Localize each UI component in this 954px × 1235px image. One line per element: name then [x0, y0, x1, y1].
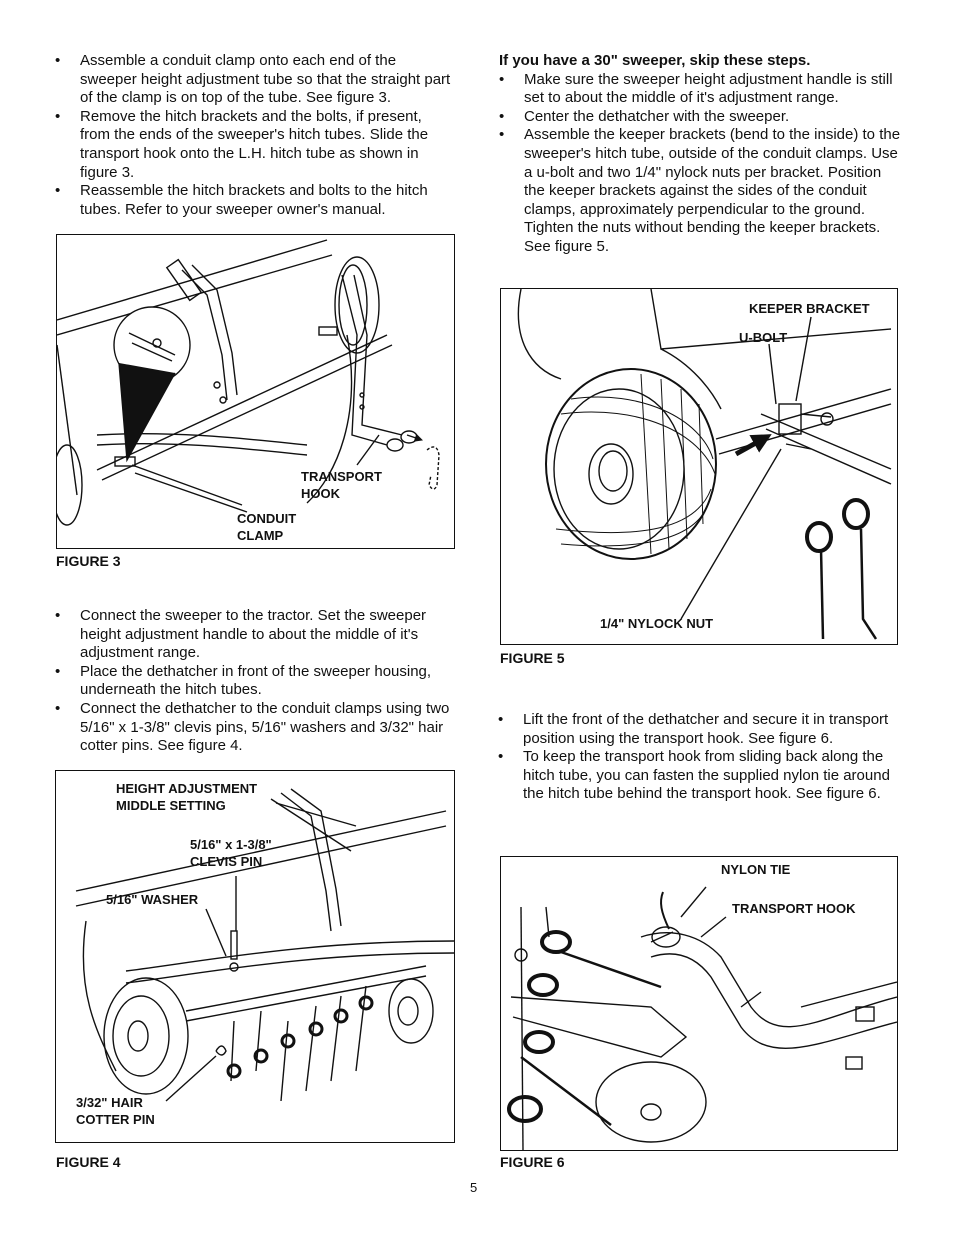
transport-hook-label: TRANSPORT HOOK: [732, 901, 856, 916]
figure-6-drawing: [507, 886, 897, 1150]
instruction-item: Assemble the keeper brackets (bend to th…: [499, 126, 904, 256]
clevis-pin-label: 5/16" x 1-3/8" CLEVIS PIN: [190, 837, 272, 869]
instruction-item: Assemble a conduit clamp onto each end o…: [55, 52, 455, 108]
u-bolt-label: U-BOLT: [739, 330, 788, 345]
figure-6-caption: FIGURE 6: [500, 1154, 565, 1170]
figure-6-illustration: NYLON TIE TRANSPORT HOOK: [500, 856, 898, 1151]
height-adjustment-label: HEIGHT ADJUSTMENT MIDDLE SETTING: [116, 781, 258, 813]
instruction-item: Remove the hitch brackets and the bolts,…: [55, 108, 455, 182]
right-top-instructions: If you have a 30" sweeper, skip these st…: [499, 52, 904, 257]
conduit-clamp-label: CONDUIT CLAMP: [237, 511, 297, 543]
keeper-bracket-label: KEEPER BRACKET: [749, 301, 870, 316]
left-top-instructions: Assemble a conduit clamp onto each end o…: [55, 52, 455, 219]
hair-cotter-pin-label: 3/32" HAIR COTTER PIN: [76, 1095, 155, 1127]
instruction-item: Make sure the sweeper height adjustment …: [499, 71, 904, 108]
figure-3-drawing: [57, 239, 440, 526]
instruction-item: To keep the transport hook from sliding …: [498, 748, 903, 804]
figure-5-caption: FIGURE 5: [500, 650, 565, 666]
figure-3-caption: FIGURE 3: [56, 553, 121, 569]
transport-hook-label: TRANSPORT HOOK: [301, 469, 382, 501]
right-mid-instructions: Lift the front of the dethatcher and sec…: [498, 711, 903, 804]
instruction-item: Reassemble the hitch brackets and bolts …: [55, 182, 455, 219]
instruction-item: Connect the sweeper to the tractor. Set …: [55, 607, 455, 663]
instruction-item: Connect the dethatcher to the conduit cl…: [55, 700, 455, 756]
section-heading: If you have a 30" sweeper, skip these st…: [499, 52, 811, 69]
nylon-tie-label: NYLON TIE: [721, 862, 791, 877]
figure-5-illustration: KEEPER BRACKET U-BOLT 1/4" NYLOCK NUT: [500, 288, 898, 645]
instruction-item: Lift the front of the dethatcher and sec…: [498, 711, 903, 748]
figure-3-illustration: TRANSPORT HOOK CONDUIT CLAMP: [56, 234, 455, 549]
left-mid-instructions: Connect the sweeper to the tractor. Set …: [55, 607, 455, 756]
instruction-item: Place the dethatcher in front of the swe…: [55, 663, 455, 700]
figure-5-drawing: [517, 289, 892, 640]
washer-label: 5/16" WASHER: [106, 892, 199, 907]
nylock-nut-label: 1/4" NYLOCK NUT: [600, 616, 714, 631]
figure-4-illustration: HEIGHT ADJUSTMENT MIDDLE SETTING 5/16" x…: [55, 770, 455, 1143]
figure-4-caption: FIGURE 4: [56, 1154, 121, 1170]
instruction-item: Center the dethatcher with the sweeper.: [499, 108, 904, 127]
page-number: 5: [470, 1180, 478, 1195]
figure-4-drawing: [75, 788, 454, 1102]
